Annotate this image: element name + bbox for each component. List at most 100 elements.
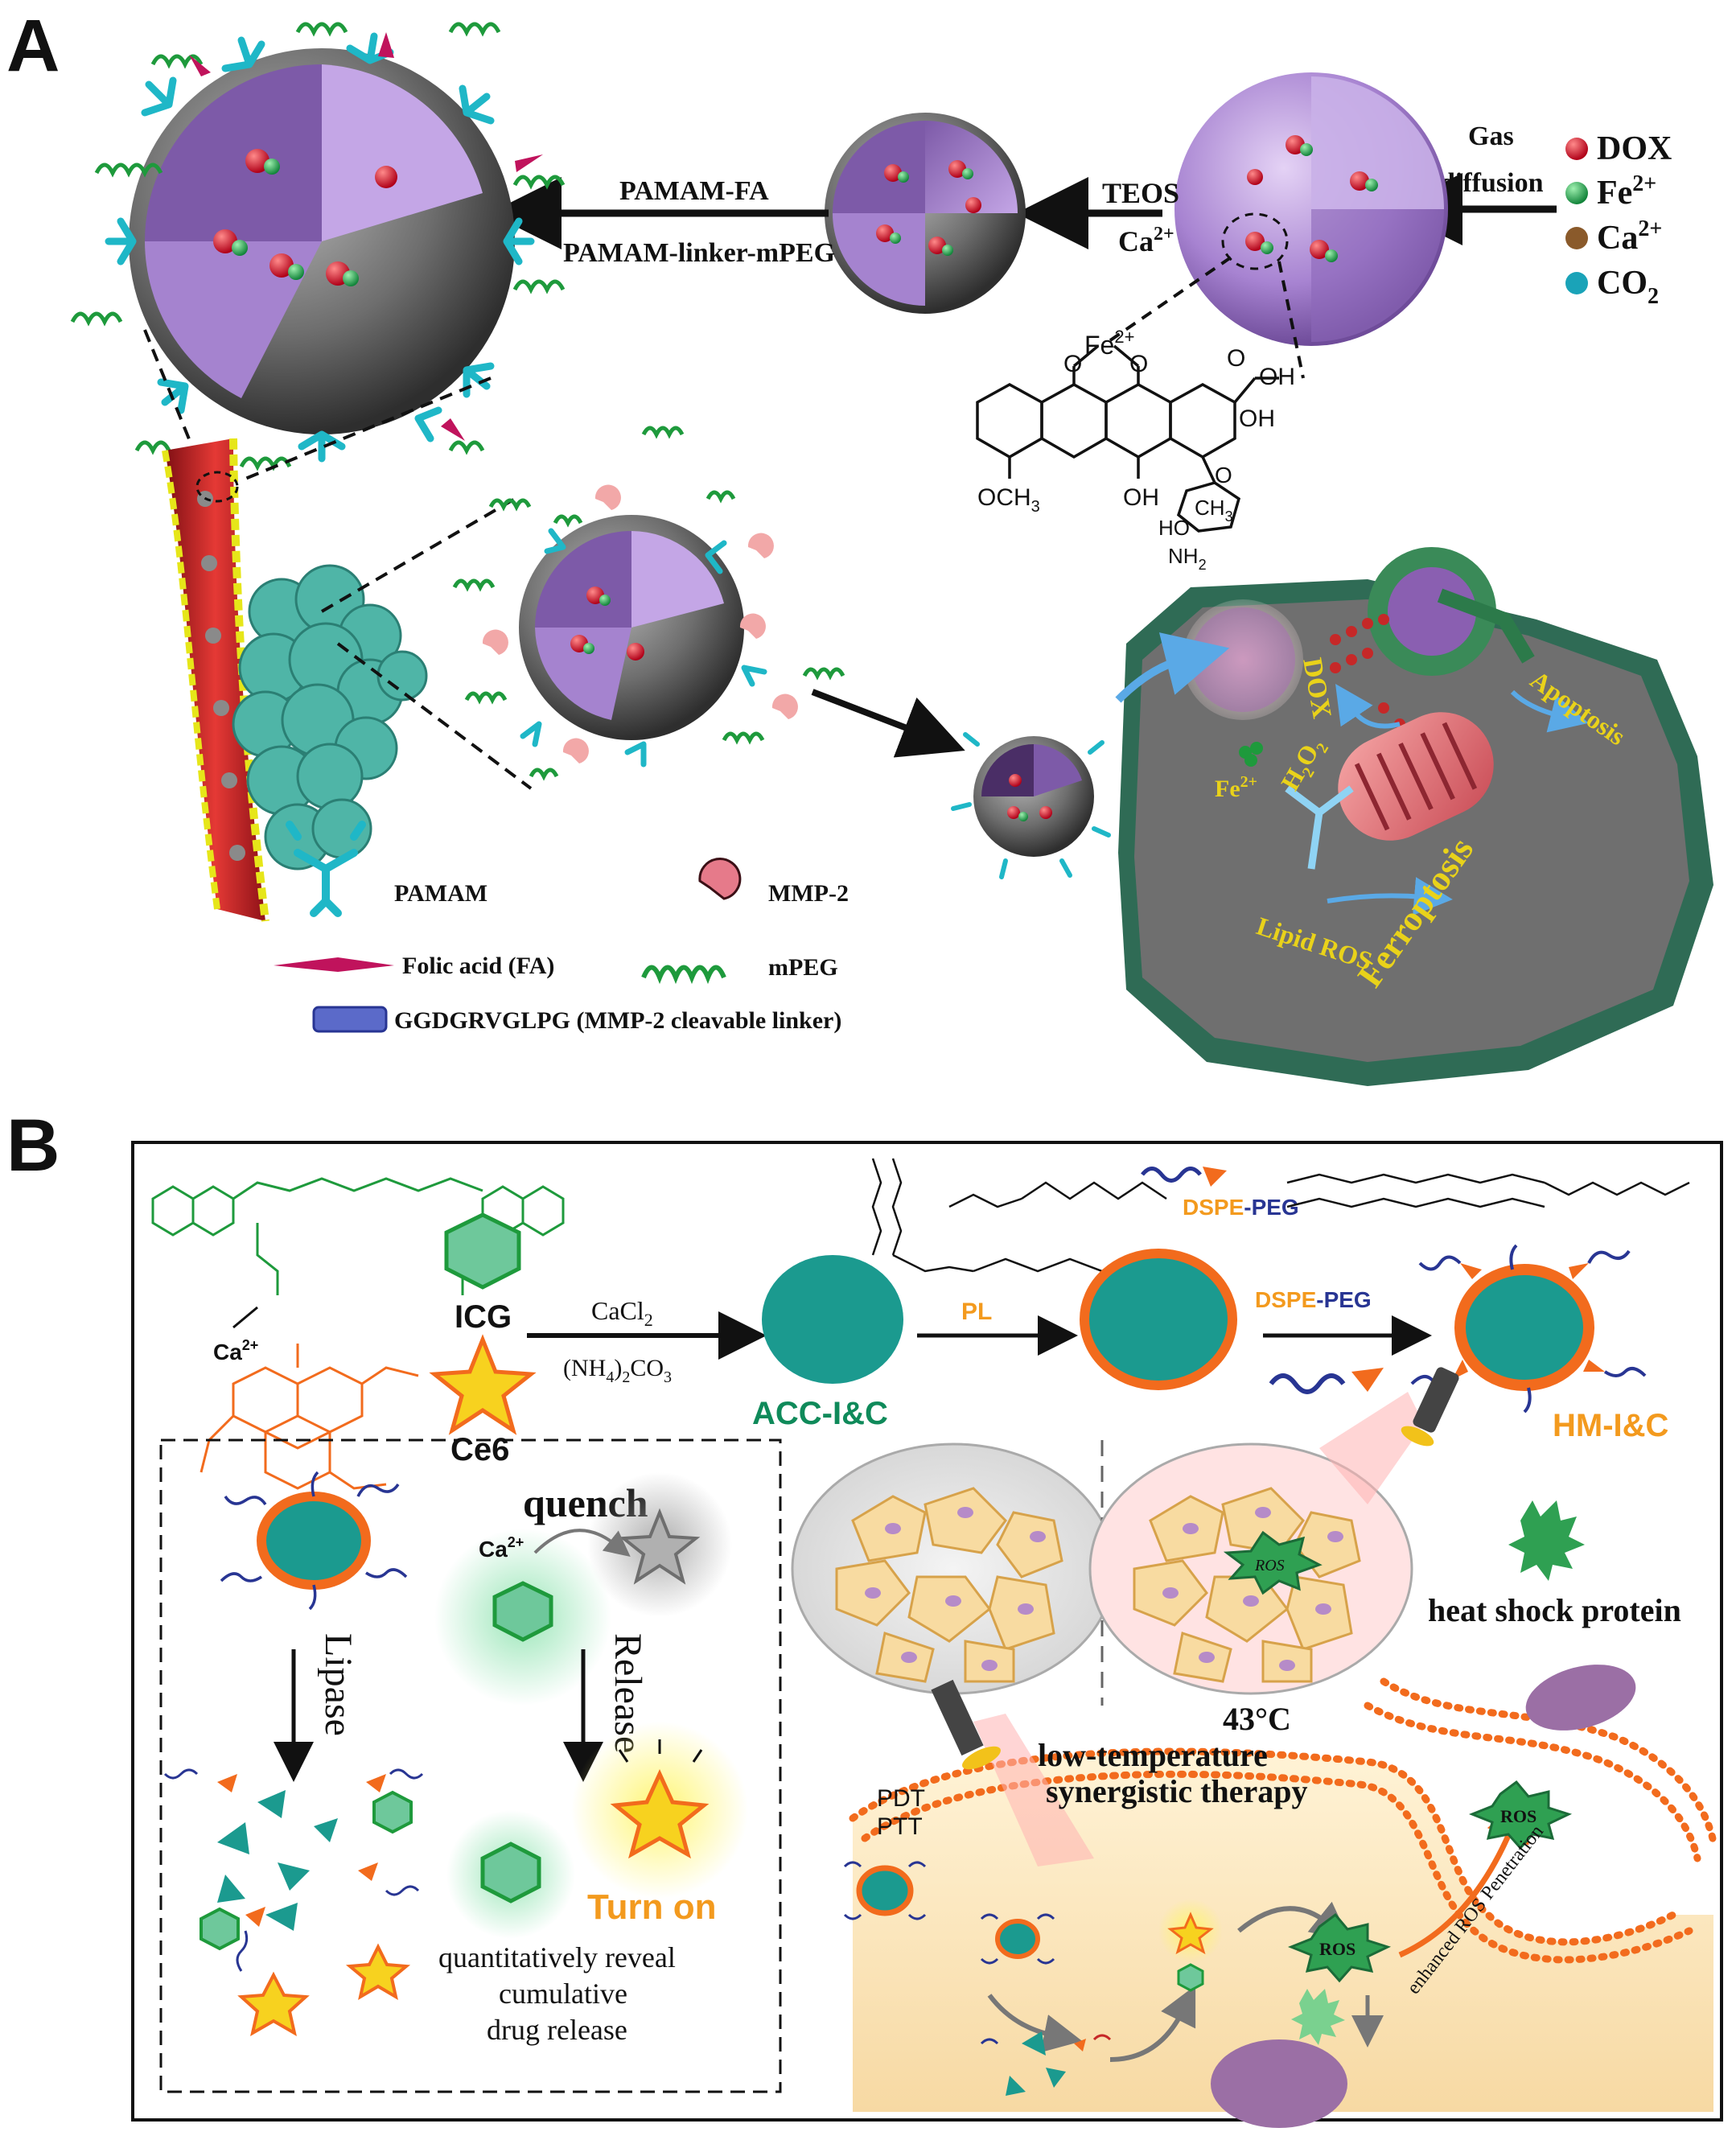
low-temp-line-1: low-temperature	[1038, 1737, 1268, 1773]
mpeg-legend-icon	[641, 965, 726, 985]
pl-label: PL	[961, 1298, 992, 1325]
structure-o-sugar: O	[1215, 463, 1232, 488]
zoom-line-right	[245, 377, 492, 480]
particle-entering-cell	[951, 732, 1111, 879]
teos-ca-label: Ca2+	[1118, 224, 1174, 257]
laser-bottom-icon	[931, 1679, 1001, 1770]
diffusion-label: diffusion	[1440, 168, 1544, 198]
ce6-label: Ce6	[450, 1432, 509, 1467]
turn-on-label: Turn on	[587, 1887, 716, 1927]
silica-coated-sphere	[825, 113, 1026, 314]
turn-on-star-icon	[610, 1768, 710, 1859]
cleaved-nanoparticle	[519, 515, 767, 768]
therapy-fragments	[980, 2031, 1112, 2096]
mmp2-legend-icon	[698, 858, 742, 900]
hm-ic-label: HM-I&C	[1553, 1408, 1668, 1443]
ce6-structure	[200, 1344, 419, 1490]
tumor-cluster	[232, 564, 428, 870]
pl-structure	[871, 1158, 1167, 1273]
quench-arrow	[533, 1529, 631, 1557]
ros-cell-label: ROS	[1319, 1939, 1355, 1959]
mpeg-legend-label: mPEG	[768, 954, 838, 981]
teos-label: TEOS	[1102, 177, 1179, 209]
structure-zoom-line-left	[1100, 256, 1232, 348]
therapy-star-icon	[1167, 1912, 1214, 1955]
irradiated-cell-dish: ROS	[1088, 1392, 1424, 1695]
structure-o-left: O	[1063, 351, 1082, 377]
release-mechanism-box	[159, 1438, 782, 2093]
dspe-peg-arrow-head	[1351, 1368, 1384, 1392]
hm-ic-particle	[1410, 1244, 1647, 1414]
acc-ic-particle	[762, 1255, 903, 1384]
ce6-star-icon	[429, 1334, 537, 1435]
ros-burst-outside	[1468, 1780, 1573, 1850]
structure-ch3: CH3	[1195, 496, 1233, 525]
pamam-linker-label: PAMAM-linker-mPEG	[563, 238, 835, 268]
structure-o-right: O	[1129, 351, 1148, 377]
heat-shock-label: heat shock protein	[1428, 1592, 1681, 1628]
reveal-line-1: quantitatively reveal	[438, 1941, 676, 1973]
dish-ros-burst	[1223, 1530, 1323, 1595]
linker-legend-icon	[312, 1006, 388, 1033]
nh4co3-label: (NH4)2CO3	[563, 1355, 672, 1386]
icg-ca-label: Ca2+	[213, 1337, 258, 1364]
dspe-peg-top-head	[1203, 1167, 1227, 1187]
folic-acid-legend-icon	[274, 957, 394, 972]
functionalized-nanoparticle	[70, 22, 566, 471]
fe-legend-label: Fe2+	[1597, 171, 1656, 212]
released-icg-icon	[480, 1842, 541, 1903]
pdt-label: PDT	[877, 1785, 925, 1812]
quench-icg-icon	[492, 1581, 553, 1642]
structure-oh-mid: OH	[1239, 405, 1275, 432]
panel-b-label: B	[6, 1105, 60, 1187]
component-legend: PAMAM Folic acid (FA) MMP-2 mPEG GGDGRVG…	[274, 821, 849, 1034]
dspe-peg-structure	[1286, 1173, 1690, 1208]
structure-oh-top: OH	[1259, 364, 1295, 390]
icg-label: ICG	[455, 1299, 512, 1335]
particle-legend: DOX Fe2+ Ca2+ CO2	[1565, 130, 1672, 309]
structure-och3: OCH3	[977, 484, 1040, 516]
quench-ce6-icon	[619, 1508, 701, 1585]
linker-legend-label: GGDGRVGLPG (MMP-2 cleavable linker)	[394, 1007, 841, 1034]
icg-hexagon-icon	[444, 1212, 521, 1290]
tumor-zoom-line-top	[320, 497, 516, 613]
cacl2-label: CaCl2	[591, 1296, 653, 1330]
tumor-zoom-line-bottom	[336, 642, 533, 790]
caco3-sphere	[1174, 72, 1448, 346]
dspe-peg-top-label: DSPE-PEG	[1183, 1195, 1299, 1220]
pamam-legend-icon	[286, 821, 366, 917]
blood-vessel	[162, 438, 269, 922]
mmp2-legend-label: MMP-2	[768, 880, 849, 907]
ptt-label: PTT	[877, 1813, 923, 1840]
dspe-peg-top-icon	[1141, 1167, 1202, 1183]
dspe-peg-arrow-label: DSPE-PEG	[1255, 1287, 1372, 1312]
therapy-particle-inside	[980, 1913, 1055, 1965]
dox-fe-complex-structure	[976, 344, 1279, 533]
ca-legend-dot	[1565, 227, 1588, 249]
structure-o-ketone: O	[1227, 345, 1245, 372]
lipid-coated-particle	[1080, 1249, 1237, 1390]
lipase-label: Lipase	[317, 1633, 360, 1736]
therapy-scene	[849, 1665, 1717, 2128]
acc-ic-label: ACC-I&C	[752, 1396, 888, 1431]
co2-legend-dot	[1565, 272, 1588, 294]
temperature-label: 43°C	[1223, 1701, 1291, 1737]
panel-a-label: A	[6, 5, 60, 87]
ca-bond-line	[232, 1306, 258, 1329]
fe-legend-dot	[1565, 182, 1588, 204]
folic-acid-legend-label: Folic acid (FA)	[402, 953, 554, 979]
degraded-fragments	[163, 1768, 424, 2037]
ros-outside-label: ROS	[1500, 1806, 1536, 1826]
dox-legend-label: DOX	[1597, 130, 1672, 167]
therapy-hexagon-icon	[1177, 1963, 1204, 1992]
untreated-cell-dish	[791, 1443, 1116, 1695]
low-temp-line-2: synergistic therapy	[1046, 1773, 1308, 1809]
ros-burst-cell	[1287, 1912, 1392, 1983]
turn-on-rays	[618, 1739, 703, 1763]
quench-ca-label: Ca2+	[479, 1534, 524, 1562]
panel-b-frame	[131, 1141, 1723, 2122]
hm-ic-particle-small	[220, 1471, 408, 1611]
dish-ros-label: ROS	[1254, 1557, 1285, 1574]
reveal-line-3: drug release	[487, 2014, 627, 2046]
dspe-peg-arrow-icon	[1269, 1373, 1346, 1394]
